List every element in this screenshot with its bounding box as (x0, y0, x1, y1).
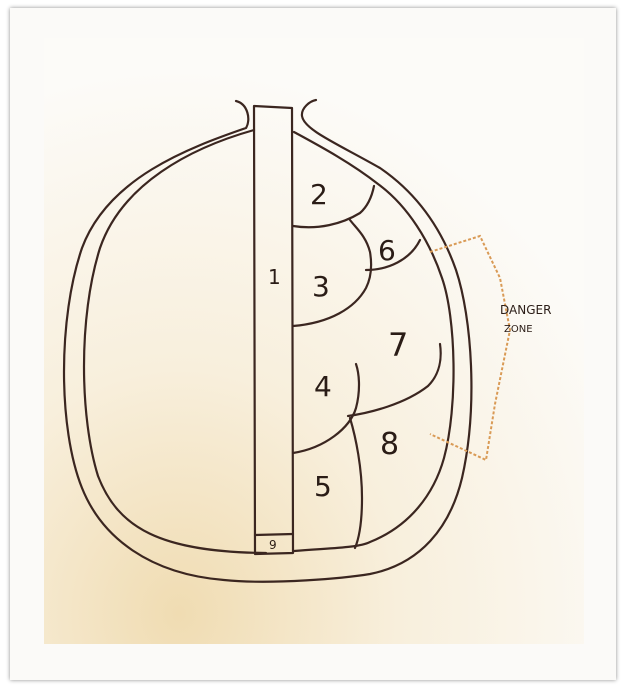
danger-zone-label-line2: ZONE (504, 324, 533, 335)
label-region-4: 4 (314, 370, 332, 403)
column-bottom-divider (255, 534, 293, 535)
drawing-frame: 1 2 3 4 5 6 7 8 9 DANGER ZONE (10, 8, 616, 680)
sketch-diagram: 1 2 3 4 5 6 7 8 9 DANGER ZONE (10, 8, 616, 680)
danger-zone-label-line1: DANGER (500, 303, 551, 317)
label-region-2: 2 (310, 178, 328, 211)
label-region-9: 9 (269, 538, 277, 552)
label-region-8: 8 (380, 427, 399, 462)
label-region-5: 5 (314, 470, 332, 503)
paper-background (44, 38, 584, 644)
label-region-6: 6 (378, 234, 396, 267)
label-region-7: 7 (388, 326, 408, 364)
label-region-1: 1 (268, 265, 281, 289)
label-region-3: 3 (312, 270, 330, 303)
